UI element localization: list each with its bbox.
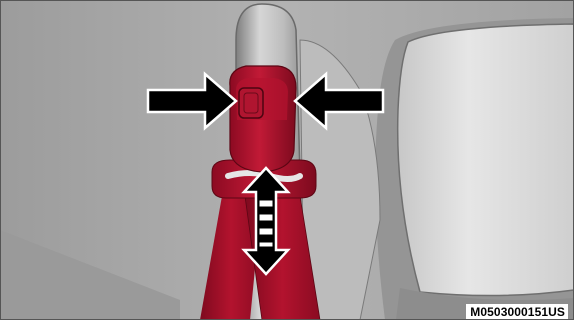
figure-code-label: M0503000151US — [466, 304, 568, 319]
seat-back — [398, 24, 574, 296]
